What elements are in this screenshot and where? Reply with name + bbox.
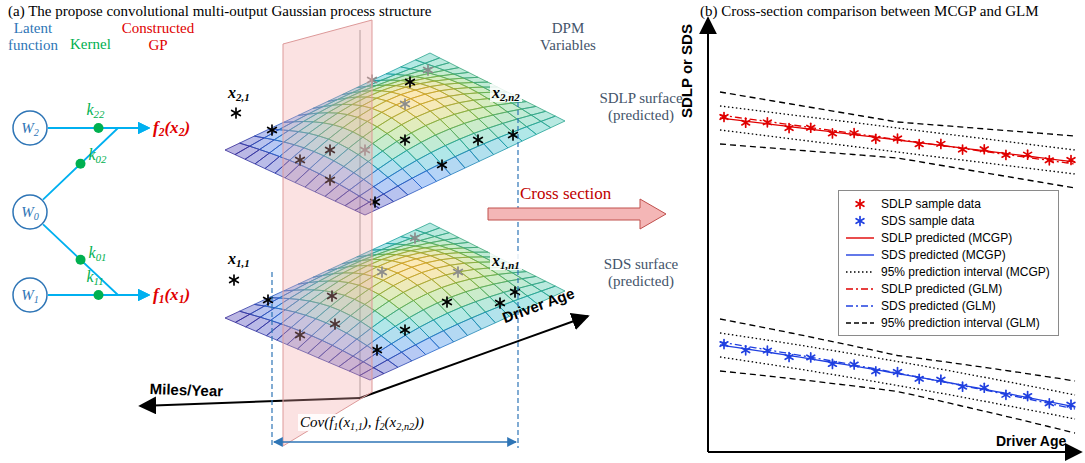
kernel-dot	[76, 159, 86, 169]
legend-row: 95% prediction interval (GLM)	[845, 314, 1050, 331]
legend-text: SDLP sample data	[881, 197, 981, 211]
legend-text: SDS predicted (MCGP)	[881, 248, 1006, 262]
legend-row: SDS predicted (GLM)	[845, 297, 1050, 314]
legend-text: 95% prediction interval (MCGP)	[881, 265, 1050, 279]
arrow-label: Cross section	[520, 184, 611, 204]
sdlp-surface	[225, 53, 565, 215]
axis-label: Miles/Year	[149, 380, 223, 400]
axis-label: Driver Age	[996, 433, 1066, 449]
gp-name: f2(x2)	[153, 118, 190, 137]
column-heading: Latent function	[2, 20, 64, 55]
cov-guide	[517, 102, 518, 448]
plot-curves	[720, 92, 1075, 433]
legend-text: SDS predicted (GLM)	[881, 299, 996, 313]
legend-row: SDS sample data	[845, 212, 1050, 229]
latent-name: W2	[21, 120, 39, 137]
cross-section-plane	[283, 20, 372, 446]
covariance-label: Cov(f1(x1,1), f2(x2,n2))	[298, 414, 426, 431]
legend-row: SDLP predicted (GLM)	[845, 280, 1050, 297]
legend-sample	[845, 232, 875, 244]
legend-sample	[845, 249, 875, 261]
legend-text: SDS sample data	[881, 214, 974, 228]
kernel-label: k02	[89, 146, 107, 164]
gp-output: f1(x1)	[150, 283, 193, 307]
kernel-connector	[43, 224, 149, 295]
cov-arrow	[274, 441, 516, 442]
latent-name: W1	[21, 287, 39, 304]
kernel-label: k22	[87, 101, 105, 119]
axis-label: SDLP or SDS	[678, 24, 695, 118]
legend-row: SDLP sample data	[845, 195, 1050, 212]
legend-text: SDLP predicted (MCGP)	[881, 231, 1012, 245]
kernel-dot	[76, 255, 86, 265]
panel-title: (b) Cross-section comparison between MCG…	[700, 3, 1039, 20]
cross-section-arrow	[488, 199, 666, 229]
legend-sample	[845, 300, 875, 312]
latent-name: W0	[21, 204, 39, 221]
plot-x-axis	[708, 451, 1081, 453]
legend-row: SDS predicted (MCGP)	[845, 246, 1050, 263]
point-label: x2,n2	[490, 84, 522, 102]
gp-output: f2(x2)	[150, 116, 193, 140]
kernel-label: k01	[89, 244, 107, 262]
legend-row: 95% prediction interval (MCGP)	[845, 263, 1050, 280]
legend-sample	[845, 283, 875, 295]
column-heading: Kernel	[70, 36, 111, 53]
legend-sample	[845, 215, 875, 227]
legend-row: SDLP predicted (MCGP)	[845, 229, 1050, 246]
gp-name: f1(x1)	[153, 285, 190, 304]
legend-sample	[845, 198, 875, 210]
kernel-label: k11	[87, 268, 104, 286]
latent-circle: W0	[12, 194, 48, 230]
axis-label: Driver Age	[500, 284, 577, 326]
legend-box: SDLP sample dataSDS sample dataSDLP pred…	[838, 190, 1059, 336]
point-label: x1,n1	[490, 252, 522, 270]
plot-y-axis	[707, 18, 709, 452]
point-label: x1,1	[226, 250, 252, 268]
kernel-dot	[94, 290, 104, 300]
surface-label: SDS surface (predicted)	[585, 256, 697, 291]
age-axis	[360, 316, 588, 398]
kernel-connector	[43, 128, 149, 200]
latent-circle: W1	[12, 277, 48, 313]
point-label: x2,1	[226, 84, 252, 102]
legend-sample	[845, 317, 875, 329]
cov-guide	[271, 272, 272, 448]
legend-text: 95% prediction interval (GLM)	[881, 316, 1040, 330]
legend-text: SDLP predicted (GLM)	[881, 282, 1002, 296]
kernel-dot	[94, 123, 104, 133]
legend-sample	[845, 266, 875, 278]
column-heading: DPM Variables	[526, 20, 610, 55]
sds-surface	[225, 223, 565, 380]
sample-points	[230, 65, 520, 355]
column-heading: Constructed GP	[120, 20, 196, 55]
latent-circle: W2	[12, 110, 48, 146]
panel-title: (a) The propose convolutional multi-outp…	[8, 3, 431, 20]
